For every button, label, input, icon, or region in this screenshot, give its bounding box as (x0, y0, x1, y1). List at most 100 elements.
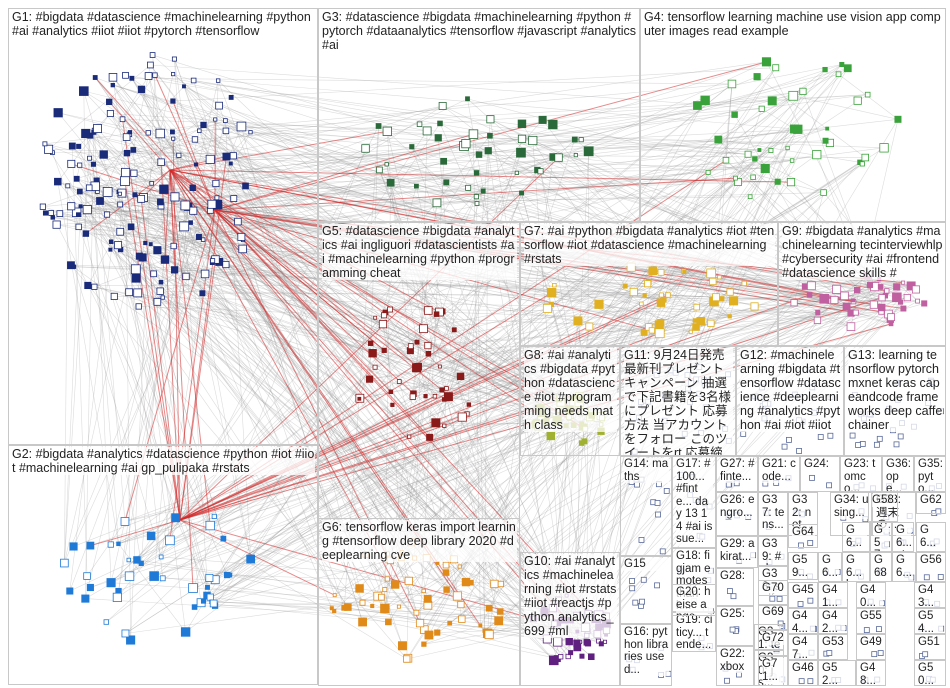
group-label-g68: G68 (874, 554, 889, 579)
group-box-g55: G55 (856, 608, 886, 634)
group-box-g59: G59... (788, 552, 818, 580)
group-label-g64: G64 (792, 526, 815, 539)
group-box-g16: G16: python libraries used... (620, 624, 672, 686)
group-box-g1: G1: #bigdata #datascience #machinelearni… (8, 8, 318, 445)
group-label-g66: G6... se... (896, 554, 913, 582)
group-label-g36: G36: ope... (886, 458, 911, 492)
group-label-g37: G37: tens... (762, 494, 785, 532)
group-label-g58: G58 (872, 494, 895, 507)
group-box-g68: G68 (870, 552, 892, 582)
group-label-g43: G43... (918, 584, 943, 608)
group-box-g9: G9: #bigdata #analytics #machinelearning… (778, 222, 946, 346)
group-box-g22: G22: xbox (716, 646, 754, 686)
group-label-g21: G21: code... (762, 458, 797, 483)
group-box-g57: G57... (870, 522, 892, 552)
group-box-g62: G62 (916, 492, 946, 514)
group-label-g56: G56 (920, 554, 943, 567)
group-label-g26: G26: engro... (720, 494, 755, 519)
group-label-g7: G7: #ai #python #bigdata #analytics #iot… (524, 224, 775, 266)
group-box-g53: G53 (818, 634, 848, 660)
group-label-g15: G15 (624, 558, 669, 571)
group-label-g45: G45 (792, 584, 815, 597)
group-box-g42: G42... (818, 608, 848, 634)
group-label-g12: G12: #machinelearning #bigdata #tensorfl… (740, 348, 841, 432)
group-label-g47: G47... (792, 636, 815, 660)
group-box-g43: G43... (914, 582, 946, 608)
group-label-g22: G22: xbox (720, 648, 751, 673)
group-box-g2: G2: #bigdata #analytics #datascience #py… (8, 445, 318, 685)
group-label-g5: G5: #datascience #bigdata #analytics #ai… (322, 224, 517, 280)
group-box-g11: G11: 9月24日発売 最新刊プレゼントキャンペーン 抽選で下記書籍を3名様に… (620, 346, 736, 456)
group-box-g26: G26: engro... (716, 492, 758, 536)
group-box-g6: G6: tensorflow keras import learning #te… (318, 518, 520, 686)
group-box-g35: G35: pyto... (914, 456, 946, 492)
group-label-g27: G27: #finte... (720, 458, 755, 483)
group-label-g55: G55 (860, 610, 883, 623)
group-box-g50: G50... (914, 660, 946, 686)
group-label-g70: G70 (762, 582, 785, 595)
group-label-g52: G52... (822, 662, 853, 686)
group-box-g46: G46 (788, 660, 818, 686)
group-box-g14: G14: maths (620, 456, 672, 556)
group-label-g13: G13: learning tensorflow pytorch mxnet k… (848, 348, 943, 432)
group-box-g23: G23: tomco... (840, 456, 882, 492)
group-box-g41: G41... (818, 582, 848, 608)
group-box-g52: G52... (818, 660, 856, 686)
group-label-g51: G51 (918, 636, 943, 649)
group-box-g17: G17: #100... #finte... day 13 14 #ai iss… (672, 456, 716, 548)
group-label-g46: G46 (792, 662, 815, 675)
group-label-g29: G29: akirat... (720, 538, 755, 563)
group-box-g60: G6... on... (818, 552, 842, 582)
group-label-g42: G42... (822, 610, 845, 634)
group-box-g15: G15 (620, 556, 672, 624)
group-label-g8: G8: #ai #analytics #bigdata #python #dat… (524, 348, 617, 432)
group-box-g13: G13: learning tensorflow pytorch mxnet k… (844, 346, 946, 456)
group-box-g71: G71... (758, 656, 788, 686)
group-label-g35: G35: pyto... (918, 458, 943, 492)
group-box-g66: G6... se... (892, 552, 916, 582)
group-label-g65: G6... wh... (920, 524, 943, 552)
group-box-g54: G54... (914, 608, 946, 634)
group-label-g71: G71... (762, 658, 785, 683)
group-box-g48: G48... (856, 660, 886, 686)
group-box-g44: G44... (788, 608, 818, 634)
group-label-g44: G44... (792, 610, 815, 634)
group-label-g59: G59... (792, 554, 815, 579)
group-label-g57: G57... (874, 524, 889, 552)
group-label-g50: G50... (918, 662, 943, 686)
group-label-g67: G6... lea... (846, 554, 867, 582)
group-box-g49: G49 (856, 634, 886, 660)
group-label-g69: G69 (762, 606, 785, 619)
group-label-g28: G28: (720, 570, 751, 583)
group-box-g7: G7: #ai #python #bigdata #analytics #iot… (520, 222, 778, 346)
group-box-g39: G39: #de... (758, 536, 788, 566)
group-label-g60: G6... on... (822, 554, 839, 582)
group-box-g64: G64 (788, 524, 818, 548)
group-box-g5: G5: #datascience #bigdata #analytics #ai… (318, 222, 520, 532)
group-label-g49: G49 (860, 636, 883, 649)
group-box-g51: G51 (914, 634, 946, 660)
group-label-g62: G62 (920, 494, 943, 507)
group-box-g10: G10: #ai #analytics #machinelearning #io… (520, 552, 620, 686)
group-box-g27: G27: #finte... (716, 456, 758, 492)
group-box-g69: G69 (758, 604, 788, 630)
group-label-g4: G4: tensorflow learning machine use visi… (644, 10, 943, 38)
group-label-g10: G10: #ai #analytics #machinelearning #io… (524, 554, 617, 638)
group-box-g20: G20: heise ange... (672, 584, 716, 616)
group-label-g3: G3: #datascience #bigdata #machinelearni… (322, 10, 637, 52)
group-box-g29: G29: akirat... (716, 536, 758, 568)
group-label-g20: G20: heise ange... (676, 586, 713, 616)
group-box-g19: G19: citicy... tende... (672, 612, 716, 652)
group-label-g6: G6: tensorflow keras import learning #te… (322, 520, 517, 562)
group-label-g53: G53 (822, 636, 845, 649)
group-box-g63: G6... gra... (842, 522, 870, 552)
group-label-g72: G72 (762, 632, 785, 645)
group-box-g58: G58 (868, 492, 898, 522)
group-label-g61: G6... str... (896, 524, 911, 552)
group-label-g25: G25: (720, 608, 751, 621)
group-label-g34: G34: using... (834, 494, 869, 519)
group-box-g61: G6... str... (892, 522, 914, 552)
group-label-g1: G1: #bigdata #datascience #machinelearni… (12, 10, 315, 38)
group-label-g11: G11: 9月24日発売 最新刊プレゼントキャンペーン 抽選で下記書籍を3名様に… (624, 348, 733, 456)
